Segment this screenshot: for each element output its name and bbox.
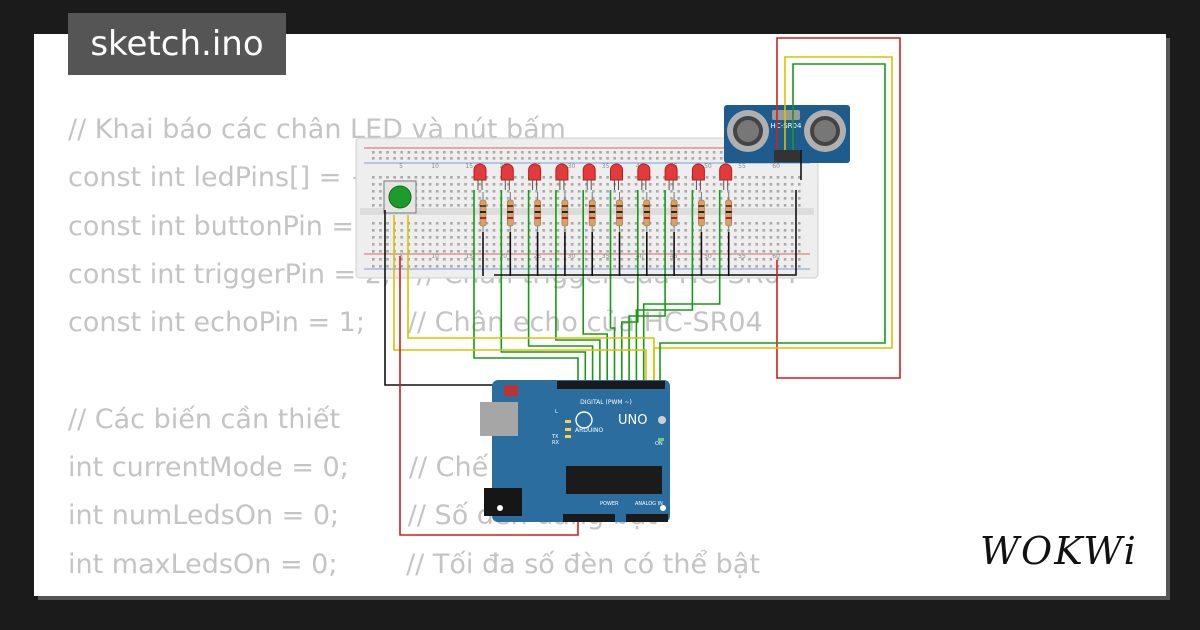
board-tx-label: TX [551,434,559,440]
board-brand: ARDUINO [575,427,604,434]
breadboard-number: 40 [636,253,644,260]
wokwi-logo-text: WOKWi [980,529,1138,573]
board-name: UNO [618,413,647,428]
push-button[interactable] [383,180,417,214]
breadboard-number: 30 [568,163,576,170]
resistor-band [561,211,568,213]
resistor-band [589,217,596,219]
resistor-row [479,192,733,232]
code-line: int maxLedsOn = 0; // Tối đa số đèn có t… [68,548,760,580]
wire-button-gnd [393,215,647,384]
led-row [473,163,733,190]
resistor-band [671,205,678,207]
resistor-band [507,217,514,219]
resistor-band [589,205,596,207]
board-analog-label: ANALOG IN [635,501,663,507]
led [719,163,733,181]
wire-5v [399,256,579,536]
wire-led [642,190,721,384]
code-line: // Các biến cần thiết [68,403,341,435]
breadboard-number: 5 [399,253,403,260]
resistor-band [725,217,732,219]
board-l-label: L [555,409,558,415]
resistor-band [507,211,514,213]
ultrasonic-sensor: HC-SR04 [724,105,850,163]
resistor-band [616,217,623,219]
resistor-band [725,205,732,207]
resistor-band [480,205,486,207]
breadboard-number: 10 [431,253,439,260]
resistor-band [480,217,486,219]
resistor-band [534,217,541,219]
wire-gnd-rail [494,190,797,276]
breadboard-number: 15 [465,253,473,260]
wire-sensor-echo [659,63,886,384]
board-on-label: ON [655,441,663,447]
led [528,163,542,181]
breadboard-number: 10 [431,163,439,170]
breadboard-number: 60 [772,253,780,260]
resistor-band [698,211,705,213]
led [555,163,569,181]
resistor-band [480,211,486,213]
wire-sensor-trig [653,56,893,384]
breadboard-number: 50 [704,253,712,260]
resistor-band [534,205,541,207]
resistor-band [561,217,568,219]
board-header-label: DIGITAL (PWM ~) [580,399,632,406]
breadboard-number: 35 [602,163,610,170]
led [500,163,514,181]
led [637,163,651,181]
code-line: const int echoPin = 1; // Chân echo của … [68,307,763,339]
wokwi-logo: WOKWi [980,529,1138,573]
wire-led [473,190,579,384]
led [664,163,678,181]
board-rx-label: RX [552,440,559,446]
resistor-band [507,205,514,207]
breadboard-number: 55 [738,253,746,260]
resistor-band [616,211,623,213]
sensor-label: HC-SR04 [771,122,802,130]
breadboard-number: 60 [772,163,780,170]
breadboard-number: 20 [499,253,507,260]
wire-led [609,190,616,384]
wire-sensor-vcc [776,37,901,379]
arduino-uno: DIGITAL (PWM ~) UNO ARDUINO POWER ANALOG… [480,380,670,522]
resistor-band [671,211,678,213]
resistor-band [643,217,650,219]
resistor-band [643,205,650,207]
breadboard-number: 55 [738,163,746,170]
board-power-label: POWER [600,501,619,507]
breadboard-number: 50 [704,163,712,170]
led [473,163,487,181]
resistor-band [589,211,596,213]
breadboard-number: 5 [399,163,403,170]
led [610,163,623,181]
breadboard-number: 35 [602,253,610,260]
wire-led [527,190,594,384]
led [691,163,705,181]
resistor-band [671,217,678,219]
resistor-band [698,205,705,207]
wires [473,190,730,384]
resistor-band [643,211,650,213]
file-tab[interactable]: sketch.ino [68,13,286,75]
wire-led [635,190,694,384]
resistor-band [534,211,541,213]
wire-led [500,190,587,384]
led [582,163,596,181]
fixed-wires [384,37,901,536]
resistor-band [698,217,705,219]
resistor-band [725,211,732,213]
wire-led [555,190,601,384]
resistor-band [616,205,623,207]
breadboard-number: 30 [568,253,576,260]
wire-led [582,190,608,384]
resistor-band [561,205,568,207]
breadboard-number: 15 [465,163,473,170]
